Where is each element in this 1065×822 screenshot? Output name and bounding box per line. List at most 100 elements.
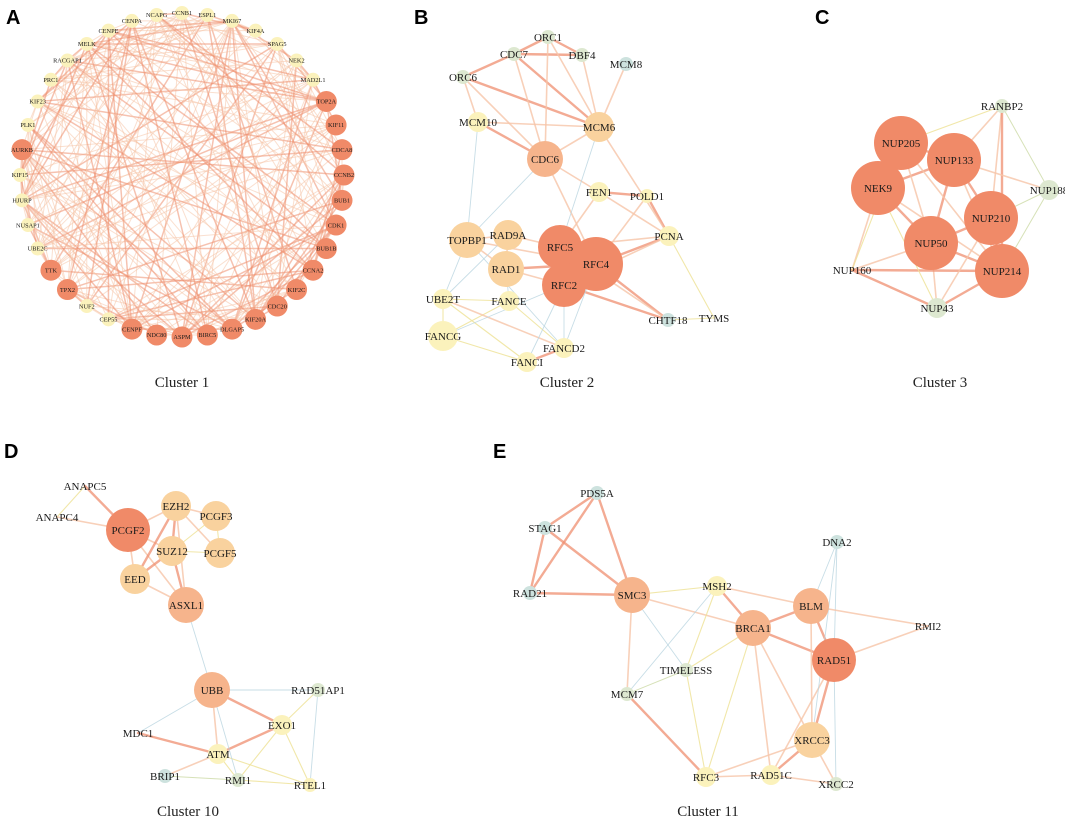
node-smc3 [614,577,650,613]
edge-nup205-nup214 [900,142,1003,272]
node-racgap1 [60,53,75,68]
edge-nuf2-plk1 [27,124,88,307]
node-label-hjurp: HJURP [12,198,32,205]
edge-rmi1-rtel1 [237,779,311,786]
edge-orc1-mcm6 [547,36,600,128]
node-label-rad51c: RAD51C [750,770,792,782]
node-label-ccnb1: CCNB1 [172,10,192,17]
node-label-xrcc3: XRCC3 [794,735,830,747]
node-label-mad2l1: MAD2L1 [301,77,326,84]
edge-exo1-rmi1 [237,724,283,781]
node-label-mcm6: MCM6 [583,122,616,134]
node-nup188 [1039,180,1059,200]
edge-cdk1-kif2c [296,224,337,290]
node-label-kif15: KIF15 [12,172,28,179]
panel-letter-c: C [815,7,829,29]
node-chtf18 [661,313,675,327]
node-ccna2 [302,259,324,281]
edge-tpx2-cenpe [66,30,109,290]
edge-aspm-nusap1 [27,224,183,338]
node-aurkb [11,139,33,161]
node-fancd2 [554,338,574,358]
edge-chtf18-tyms [667,317,715,321]
edge-kif11-cenpe [108,30,337,126]
node-nek2 [289,53,304,68]
node-label-ranbp2: RANBP2 [981,101,1023,113]
node-label-rad1: RAD1 [492,264,521,276]
edge-brca1-xrcc3 [752,627,813,741]
node-aspm [171,326,193,348]
edge-kif2c-kif23 [37,101,297,290]
edge-hjurp-cenpe [21,30,109,201]
node-fancg [428,321,458,351]
edge-cenpf-melk [86,43,133,330]
node-label-nuf2: NUF2 [79,303,95,310]
node-bub1 [331,189,353,211]
node-label-timeless: TIMELESS [660,665,713,677]
node-melk [79,36,94,51]
node-label-mki67: MKI67 [223,18,242,25]
node-label-fancg: FANCG [425,331,462,343]
node-ube2c [30,241,45,256]
node-nup50 [904,216,958,270]
edge-anapc5-anapc4 [56,485,86,518]
edge-cdca8-cenpf [131,149,343,330]
edge-smc3-brca1 [631,594,754,629]
edge-rfc3-xrcc3 [705,739,813,778]
node-brip1 [158,769,172,783]
panel-d-caption: Cluster 10 [157,804,219,820]
edge-top2a-aspm [181,101,327,338]
node-label-ncapg: NCAPG [146,12,168,19]
edge-rfc3-rad51c [705,774,772,778]
node-cdca8 [331,139,353,161]
edge-hjurp-cenpa [21,20,133,201]
node-label-pcgf3: PCGF3 [199,511,233,523]
node-rad51ap1 [311,683,325,697]
node-cenpe [101,23,116,38]
node-orc1 [541,30,555,44]
panel-letter-a: A [6,7,20,29]
node-label-nup50: NUP50 [914,238,948,250]
edge-blm-rmi2 [810,605,929,627]
edge-cdk1-ncapg [156,14,337,226]
node-mad2l1 [306,72,321,87]
edge-ccna2-melk [86,43,314,271]
node-label-ubb: UBB [201,685,224,697]
edge-cdc20-cep55 [108,305,278,321]
edge-cdc6-topbp1 [466,158,546,241]
edge-bub1b-cenpe [107,30,327,250]
node-label-rfc3: RFC3 [693,772,720,784]
node-birc5 [196,324,218,346]
node-label-espl1: ESPL1 [198,12,216,19]
node-label-rfc5: RFC5 [547,242,574,254]
panel-e-edges [528,491,929,785]
node-ndc80 [146,324,168,346]
node-label-brip1: BRIP1 [150,771,180,783]
node-label-cenpf: CENPF [122,326,142,333]
node-rfc2 [542,263,586,307]
edge-cdc7-mcm6 [512,52,601,129]
node-label-mcm8: MCM8 [610,59,643,71]
node-kif15 [13,168,27,182]
edge-cenpf-prc1 [50,79,133,330]
node-label-orc1: ORC1 [534,32,562,44]
edge-kif11-ube2c [37,124,337,250]
node-label-top2a: TOP2A [317,99,337,106]
node-label-aurkb: AURKB [11,147,33,154]
edge-aspm-cep55 [108,318,183,338]
node-cdc20 [266,295,288,317]
node-label-ttk: TTK [45,267,58,274]
node-spag5 [270,36,285,51]
node-label-rad51: RAD51 [817,655,851,667]
node-msh2 [707,576,727,596]
edge-cdca8-kif23 [37,100,343,151]
node-label-mdc1: MDC1 [123,728,154,740]
edge-dlgap5-aurkb [21,149,233,330]
edge-mcm10-mcm6 [477,121,600,128]
node-nup214 [975,244,1029,298]
